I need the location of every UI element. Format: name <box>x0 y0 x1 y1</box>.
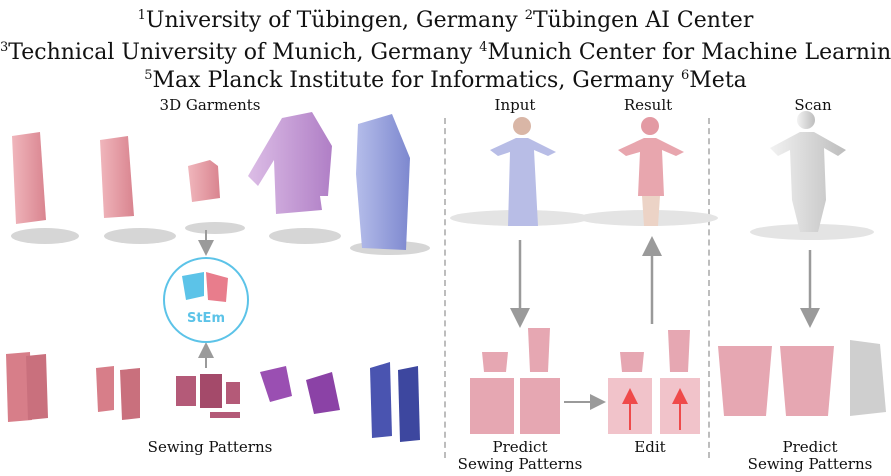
patterns-3 <box>176 374 240 418</box>
label-sewing-patterns: Sewing Patterns <box>147 438 273 456</box>
label-input: Input <box>494 96 536 114</box>
label-result: Result <box>623 96 673 114</box>
patterns-5 <box>370 362 420 442</box>
garment-skirt-1 <box>11 132 79 244</box>
affiliation-line-2: 3Technical University of Munich, Germany… <box>0 40 891 65</box>
scan-figure <box>750 111 874 240</box>
garment-top <box>185 160 245 234</box>
garment-dress <box>350 114 430 255</box>
garment-shirt <box>248 112 341 244</box>
label-3d-garments: 3D Garments <box>159 96 261 114</box>
divider-left <box>444 118 446 458</box>
predicted-patterns-input <box>470 328 560 434</box>
label-predict-2b: Sewing Patterns <box>747 455 873 473</box>
patterns-2 <box>96 366 140 420</box>
affiliation-line-1: 1University of Tübingen, Germany 2Tübing… <box>137 8 754 33</box>
label-scan: Scan <box>794 96 832 114</box>
affiliation-line-3: 5Max Planck Institute for Informatics, G… <box>144 68 747 93</box>
label-predict-2: Predict <box>782 438 838 456</box>
patterns-1 <box>6 352 48 422</box>
garment-skirt-2 <box>100 136 176 244</box>
svg-text:StEm: StEm <box>187 311 225 326</box>
input-figure <box>450 117 590 226</box>
scan-predicted-patterns <box>718 340 886 416</box>
divider-right <box>708 118 710 458</box>
edited-patterns <box>608 330 700 434</box>
result-figure <box>578 117 718 226</box>
label-predict-1: Predict <box>492 438 548 456</box>
label-predict-1b: Sewing Patterns <box>457 455 583 473</box>
patterns-4 <box>260 366 340 414</box>
label-edit: Edit <box>634 438 666 456</box>
stem-logo: StEm <box>163 257 249 343</box>
